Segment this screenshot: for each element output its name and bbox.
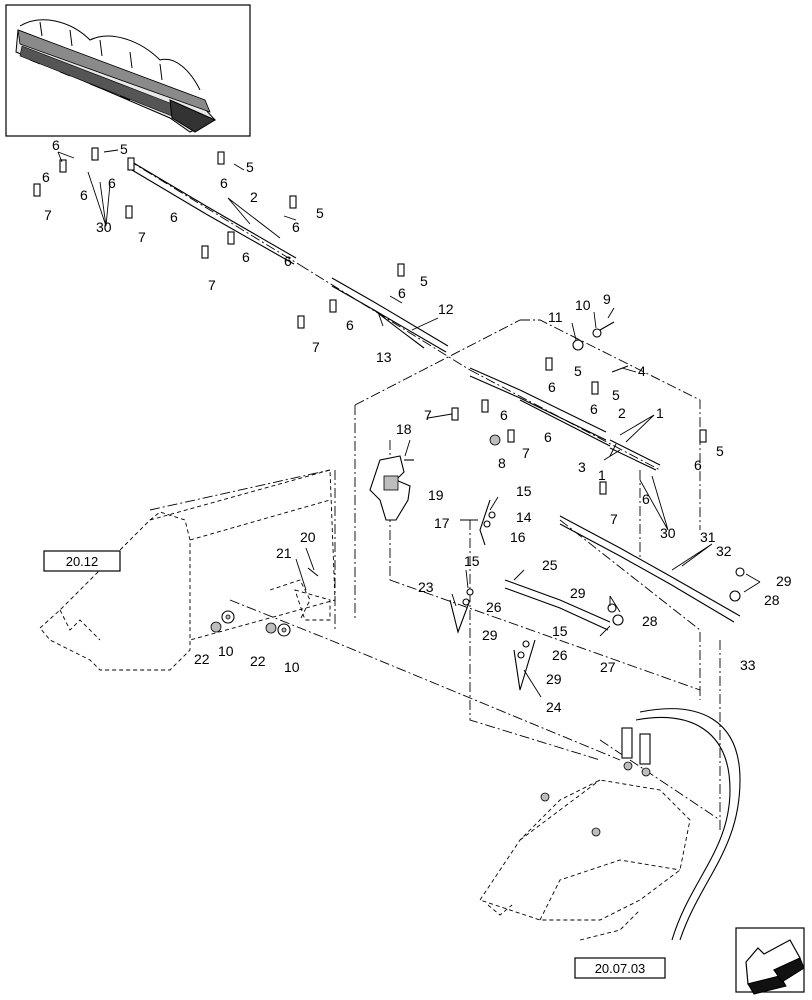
callout: 6 [590,401,598,417]
alignment-lines [127,159,721,830]
callout: 2 [618,405,626,421]
callout: 5 [574,363,582,379]
leader-lines [57,149,761,698]
callout: 29 [776,573,792,589]
callout: 24 [546,699,562,715]
ref-box-20-12[interactable]: 20.12 [43,550,121,572]
callout: 9 [603,291,611,307]
callout: 4 [638,363,646,379]
callout: 6 [52,137,60,153]
callout: 2 [250,189,258,205]
callout: 31 [700,529,716,545]
callout: 7 [610,511,618,527]
ref-label-20-12[interactable]: 20.12 [66,554,99,569]
callout: 10 [218,643,234,659]
frame-bottom [479,727,691,941]
callout: 6 [642,491,650,507]
callout: 13 [376,349,392,365]
callout: 28 [764,592,780,608]
callout: 7 [312,339,320,355]
callout: 6 [500,407,508,423]
callout-numbers: 6 5 6 6 6 30 7 7 6 5 6 2 6 5 6 7 6 5 6 6… [42,137,792,715]
callout: 22 [250,653,266,669]
callout: 5 [120,141,128,157]
callout: 19 [428,487,444,503]
callout: 8 [498,455,506,471]
callout: 10 [284,659,300,675]
callout: 5 [246,159,254,175]
callout: 6 [108,175,116,191]
callout: 29 [570,585,586,601]
callout: 5 [612,387,620,403]
callout: 1 [656,405,664,421]
callout: 11 [548,309,563,325]
callout: 29 [482,627,498,643]
callout: 30 [660,525,676,541]
callout: 21 [276,545,292,561]
callout: 6 [80,187,88,203]
callout: 6 [284,253,292,269]
ref-box-20-07-03[interactable]: 20.07.03 [574,957,666,979]
callout: 16 [510,529,526,545]
callout: 17 [434,515,450,531]
header-overview-icon [15,19,217,133]
callout: 14 [516,509,532,525]
callout: 7 [44,207,52,223]
hydraulic-lines [131,161,741,941]
callout: 7 [522,445,530,461]
callout: 6 [544,429,552,445]
callout: 26 [486,599,502,615]
callout: 20 [300,529,316,545]
callout: 18 [396,421,412,437]
next-page-arrow-icon[interactable] [735,927,805,995]
callout: 3 [578,459,586,475]
callout: 32 [716,543,732,559]
callout: 22 [194,651,210,667]
callout: 15 [552,623,568,639]
callout: 6 [42,169,50,185]
callout: 27 [600,659,616,675]
callout: 10 [575,297,591,313]
callout: 6 [292,219,300,235]
callout: 5 [420,273,428,289]
frame-left [39,469,336,671]
clamps [33,147,745,659]
callout: 15 [464,553,480,569]
callout: 6 [242,249,250,265]
callout: 7 [424,407,432,423]
callout: 30 [96,219,112,235]
callout: 25 [542,557,558,573]
callout: 5 [316,205,324,221]
callout: 26 [552,647,568,663]
callout: 6 [220,175,228,191]
callout: 5 [716,443,724,459]
callout: 7 [138,229,146,245]
ref-label-20-07-03[interactable]: 20.07.03 [595,961,646,976]
callout: 6 [548,379,556,395]
callout: 6 [346,317,354,333]
callout: 23 [418,579,434,595]
callout: 6 [170,209,178,225]
callout: 15 [516,483,532,499]
inset-view [5,4,251,137]
valve-bracket [369,455,411,521]
callout: 29 [546,671,562,687]
callout: 33 [740,657,756,673]
callout: 1 [598,467,606,483]
callout: 7 [208,277,216,293]
callout: 6 [398,285,406,301]
callout: 6 [694,457,702,473]
callout: 12 [438,301,454,317]
callout: 28 [642,613,658,629]
